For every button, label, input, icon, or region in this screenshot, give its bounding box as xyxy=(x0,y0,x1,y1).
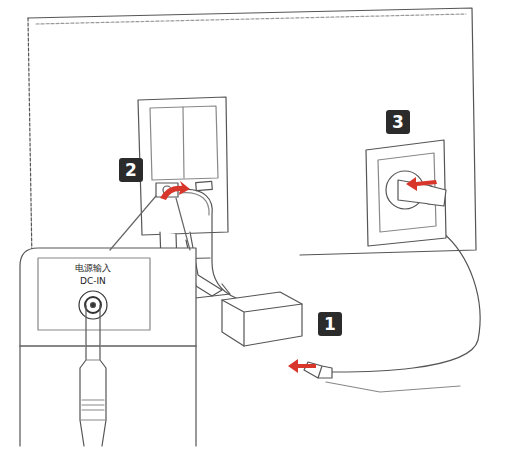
port-label: DC-IN xyxy=(79,276,107,287)
inset-frame xyxy=(20,248,196,346)
wall-outlet xyxy=(366,140,446,246)
callout-number: 2 xyxy=(119,158,143,182)
power-adapter xyxy=(222,292,302,346)
monitor-back xyxy=(28,8,476,262)
stand-cover xyxy=(138,97,228,235)
port-label: 电源输入 xyxy=(74,263,112,274)
insert-arrow xyxy=(160,177,437,373)
callout-number: 3 xyxy=(386,110,410,134)
callout-number: 1 xyxy=(318,312,342,336)
